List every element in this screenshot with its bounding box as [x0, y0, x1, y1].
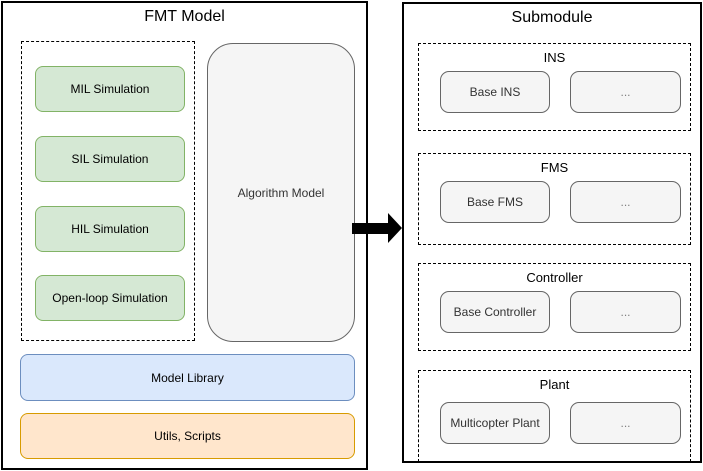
algorithm-model-box: Algorithm Model: [207, 43, 355, 342]
arrow-shaft: [352, 223, 389, 234]
sil-simulation-box: SIL Simulation: [35, 136, 185, 182]
base-ins-box: Base INS: [440, 71, 550, 113]
base-controller-box: Base Controller: [440, 291, 550, 333]
fms-group-label: FMS: [540, 160, 569, 175]
plant-ellipsis-box: ...: [570, 402, 681, 444]
fmt-model-panel: FMT Model MIL Simulation SIL Simulation …: [1, 1, 368, 470]
ins-group-label: INS: [543, 50, 566, 65]
controller-group-label: Controller: [526, 270, 583, 285]
utils-scripts-box: Utils, Scripts: [20, 413, 355, 459]
ins-ellipsis-box: ...: [570, 71, 681, 113]
arrow-head: [388, 213, 402, 243]
plant-group-label: Plant: [539, 377, 570, 392]
plant-group: Plant Multicopter Plant ...: [418, 370, 691, 462]
submodule-panel: Submodule INS Base INS ... FMS Base FMS …: [402, 2, 702, 463]
fms-group: FMS Base FMS ...: [418, 153, 691, 245]
multicopter-plant-box: Multicopter Plant: [440, 402, 550, 444]
fms-ellipsis-box: ...: [570, 181, 681, 223]
model-library-box: Model Library: [20, 354, 355, 401]
base-fms-box: Base FMS: [440, 181, 550, 223]
hil-simulation-box: HIL Simulation: [35, 206, 185, 252]
controller-ellipsis-box: ...: [570, 291, 681, 333]
fmt-model-title: FMT Model: [144, 8, 225, 25]
controller-group: Controller Base Controller ...: [418, 263, 691, 351]
ins-group: INS Base INS ...: [418, 43, 691, 131]
simulation-group-container: MIL Simulation SIL Simulation HIL Simula…: [21, 41, 195, 341]
mil-simulation-box: MIL Simulation: [35, 66, 185, 112]
right-arrow-icon: [352, 213, 402, 243]
submodule-title: Submodule: [511, 9, 593, 26]
openloop-simulation-box: Open-loop Simulation: [35, 275, 185, 321]
